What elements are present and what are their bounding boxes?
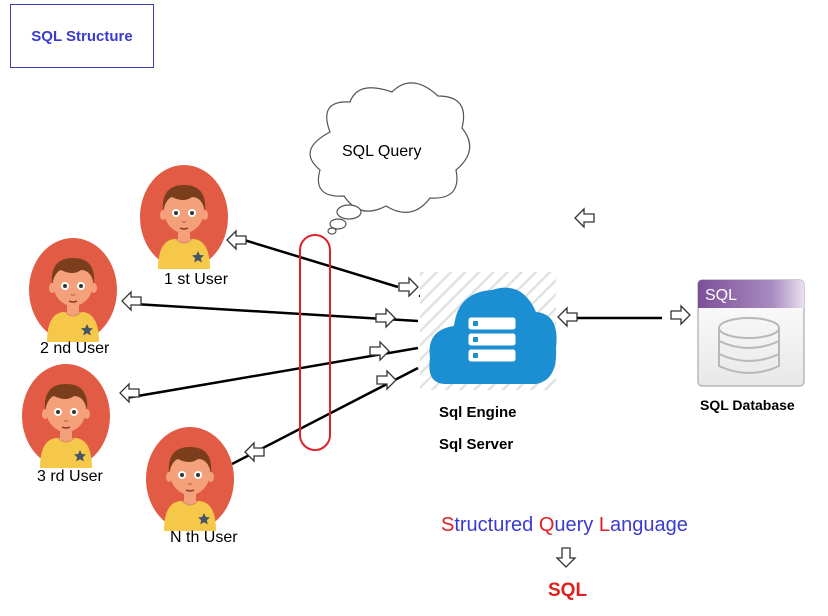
acronym-rest-s: tructured — [454, 514, 539, 536]
query-thought-cloud — [309, 82, 471, 235]
cloud-label: SQL Query — [342, 143, 422, 160]
title-text: SQL Structure — [31, 27, 133, 45]
title-box: SQL Structure — [10, 4, 154, 68]
highlight-ring — [299, 234, 331, 451]
arrow-to-user-2 — [121, 291, 142, 311]
database-label: SQL Database — [700, 397, 795, 413]
line-user-2 — [133, 302, 419, 323]
result-label: SQL — [548, 580, 588, 601]
line-user-1 — [243, 238, 399, 289]
line-user-3 — [125, 346, 419, 400]
user-label-2: 2 nd User — [40, 340, 110, 357]
acronym-expansion: Structured Query Language — [441, 514, 688, 537]
server-cloud-icon — [420, 272, 557, 390]
server-label: Sql Server — [439, 436, 514, 453]
arrow-to-server-2 — [375, 308, 396, 328]
arrow-to-engine — [557, 307, 578, 327]
stray-arrow — [574, 208, 595, 228]
arrow-to-user-3 — [119, 383, 140, 403]
avatar-user-3 — [21, 363, 111, 469]
down-arrow — [556, 547, 576, 568]
avatar-user-1 — [139, 164, 229, 270]
arrow-to-server-1 — [398, 277, 419, 297]
arrow-to-user-1 — [226, 230, 247, 250]
avatar-user-n — [145, 426, 235, 532]
arrow-to-database — [670, 305, 691, 325]
user-label-1: 1 st User — [164, 271, 229, 288]
acronym-initial-l: L — [598, 514, 610, 536]
user-label-3: 3 rd User — [37, 468, 103, 485]
acronym-rest-q: uery — [554, 514, 599, 536]
avatar-user-2 — [28, 237, 118, 343]
arrow-to-user-n — [244, 442, 265, 462]
database-tag: SQL — [705, 287, 738, 304]
server-stack-icon — [467, 316, 517, 363]
acronym-initial-s: S — [441, 514, 455, 536]
acronym-rest-l: anguage — [609, 514, 688, 536]
engine-label: Sql Engine — [439, 404, 517, 421]
arrow-to-server-3 — [369, 341, 390, 361]
database-icon — [697, 279, 805, 387]
user-label-n: N th User — [170, 529, 238, 546]
acronym-initial-q: Q — [538, 514, 555, 536]
